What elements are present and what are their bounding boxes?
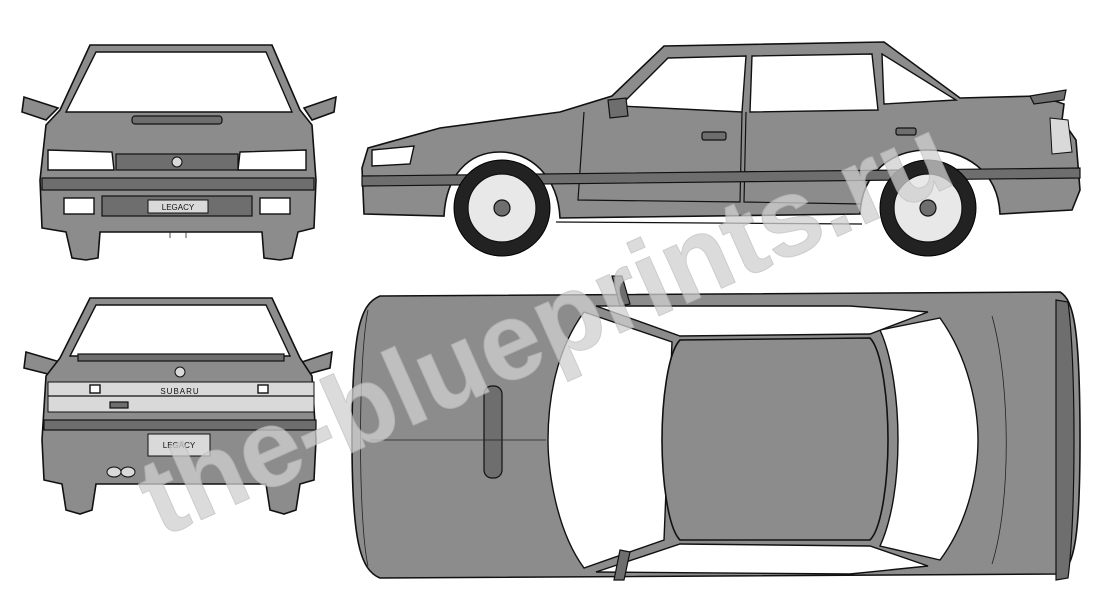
rear-view: SUBARU LEGACY [23, 297, 333, 515]
side-quarter-window [881, 52, 959, 105]
front-right-mirror [302, 95, 337, 121]
front-grille-badge-plate [147, 199, 209, 214]
front-tow-hook [169, 232, 187, 238]
front-windshield [64, 51, 294, 113]
rear-subaru-emblem-icon [174, 366, 186, 378]
top-front-bumper-edge [360, 309, 369, 567]
top-rear-spoiler [1055, 299, 1075, 581]
side-rear-door-handle [895, 127, 917, 136]
top-roof [661, 337, 889, 541]
top-hood-scoop [483, 385, 503, 479]
side-rocker [555, 221, 863, 225]
front-right-foglight [259, 197, 291, 215]
rear-small-badge [109, 401, 129, 409]
top-rear-window [878, 317, 979, 561]
top-view [351, 275, 1081, 581]
side-front-hub-icon [493, 199, 511, 217]
side-rear-hub-icon [919, 199, 937, 217]
side-rear-window [749, 53, 879, 113]
front-left-headlight [47, 149, 115, 171]
rear-spoiler [77, 353, 285, 362]
side-mirror [607, 97, 629, 119]
top-upper-side-windows [595, 305, 929, 337]
rear-trunk-badge: SUBARU [160, 387, 199, 396]
side-front-window [618, 55, 747, 113]
top-upper-mirror [611, 275, 631, 307]
side-headlight [371, 145, 415, 167]
front-right-headlight [237, 149, 307, 171]
side-rear-spoiler [1029, 89, 1067, 105]
top-windshield [547, 311, 673, 569]
front-bumper-strip [41, 177, 315, 191]
side-rear-door-line [743, 111, 863, 205]
rear-license-plate [147, 433, 211, 457]
top-lower-mirror [613, 549, 631, 581]
front-left-foglight [63, 197, 95, 215]
front-subaru-emblem-icon [171, 156, 183, 168]
rear-plate-text: LEGACY [163, 441, 196, 450]
rear-exhaust-right-icon [120, 466, 136, 478]
top-lower-side-windows [595, 543, 929, 575]
front-hood-vent [131, 115, 223, 125]
rear-exhaust-left-icon [106, 466, 122, 478]
rear-left-reverse-light [89, 384, 101, 394]
side-front-door-handle [701, 131, 727, 141]
side-front-door-line [577, 111, 743, 203]
rear-bumper-strip [43, 419, 317, 431]
front-view: LEGACY [21, 44, 337, 261]
front-grille-badge: LEGACY [162, 203, 195, 212]
rear-window [68, 304, 292, 357]
rear-right-reverse-light [257, 384, 269, 394]
side-view [361, 41, 1081, 257]
side-taillight [1049, 117, 1073, 155]
top-trunk-line [991, 315, 1007, 565]
front-left-mirror [21, 95, 60, 121]
